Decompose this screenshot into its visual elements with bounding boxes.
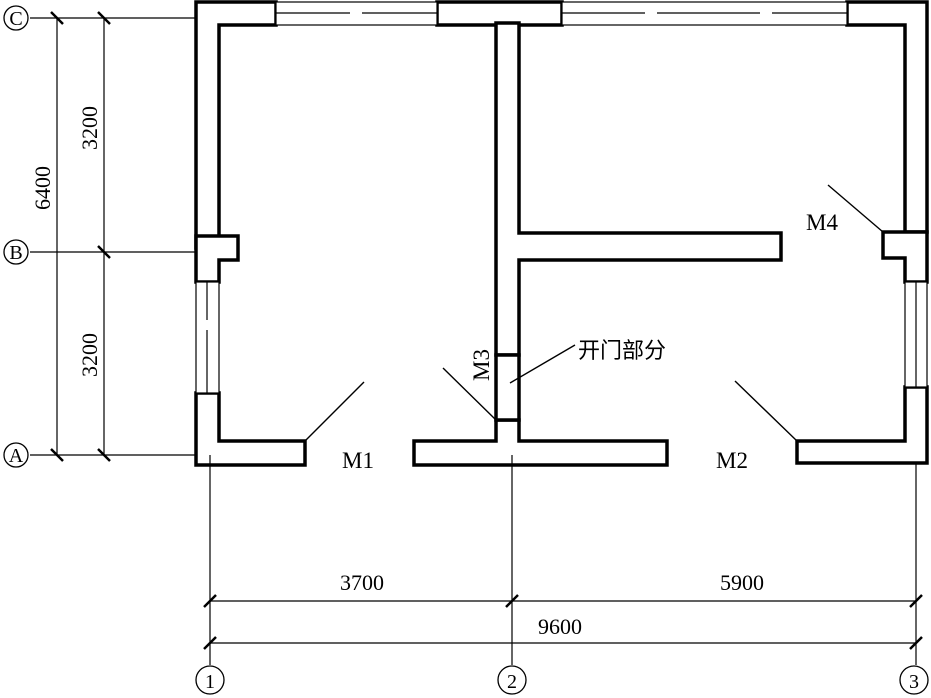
note-leader-line xyxy=(509,344,576,384)
door-label-m4: M4 xyxy=(806,210,838,235)
wall-bottom-middle xyxy=(412,418,669,467)
axis-label-c: C xyxy=(9,8,22,30)
bottom-dimension-lines xyxy=(203,455,923,665)
door-label-m3: M3 xyxy=(469,349,494,381)
axis-bubble-1: 1 xyxy=(195,665,225,695)
wall-top-left xyxy=(194,0,278,250)
door-m3-swing xyxy=(442,367,497,421)
axis-bubble-b: B xyxy=(3,239,29,265)
left-dimension-lines xyxy=(30,11,210,462)
dimension-left-total: 6400 xyxy=(30,166,55,210)
dimension-bottom-total: 9600 xyxy=(538,614,582,639)
door-m4-swing xyxy=(827,184,884,233)
axis-label-3: 3 xyxy=(909,671,919,693)
dimension-left-upper: 3200 xyxy=(77,106,102,150)
axis-bubble-3: 3 xyxy=(899,665,929,695)
axis-bubble-a: A xyxy=(3,442,29,468)
axis-label-1: 1 xyxy=(205,671,215,693)
axis-label-a: A xyxy=(9,445,24,467)
axis-label-2: 2 xyxy=(507,671,517,693)
door-m2-swing xyxy=(734,380,798,442)
door-label-m2: M2 xyxy=(716,448,748,473)
window-top-1 xyxy=(275,1,438,26)
window-left xyxy=(195,281,220,394)
axis-bubble-c: C xyxy=(3,5,29,31)
axis-bubble-2: 2 xyxy=(497,665,527,695)
wall-right-jog xyxy=(881,230,929,284)
wall-left-jog xyxy=(194,234,240,284)
dimension-bottom-1-2: 3700 xyxy=(340,570,384,595)
wall-partition-upper xyxy=(494,21,783,357)
wall-top-right xyxy=(845,0,929,234)
door-swings xyxy=(304,184,884,442)
window-right xyxy=(904,281,928,388)
door-m1-swing xyxy=(304,381,365,442)
door-label-m1: M1 xyxy=(342,448,374,473)
window-top-2 xyxy=(561,1,848,26)
door-m3-leaf xyxy=(494,353,521,422)
wall-bottom-right xyxy=(795,385,929,465)
dimension-bottom-2-3: 5900 xyxy=(720,570,764,595)
note-door-part: 开门部分 xyxy=(578,339,666,364)
axis-label-b: B xyxy=(9,242,22,264)
wall-bottom-left xyxy=(194,391,307,467)
dimension-left-lower: 3200 xyxy=(77,333,102,377)
